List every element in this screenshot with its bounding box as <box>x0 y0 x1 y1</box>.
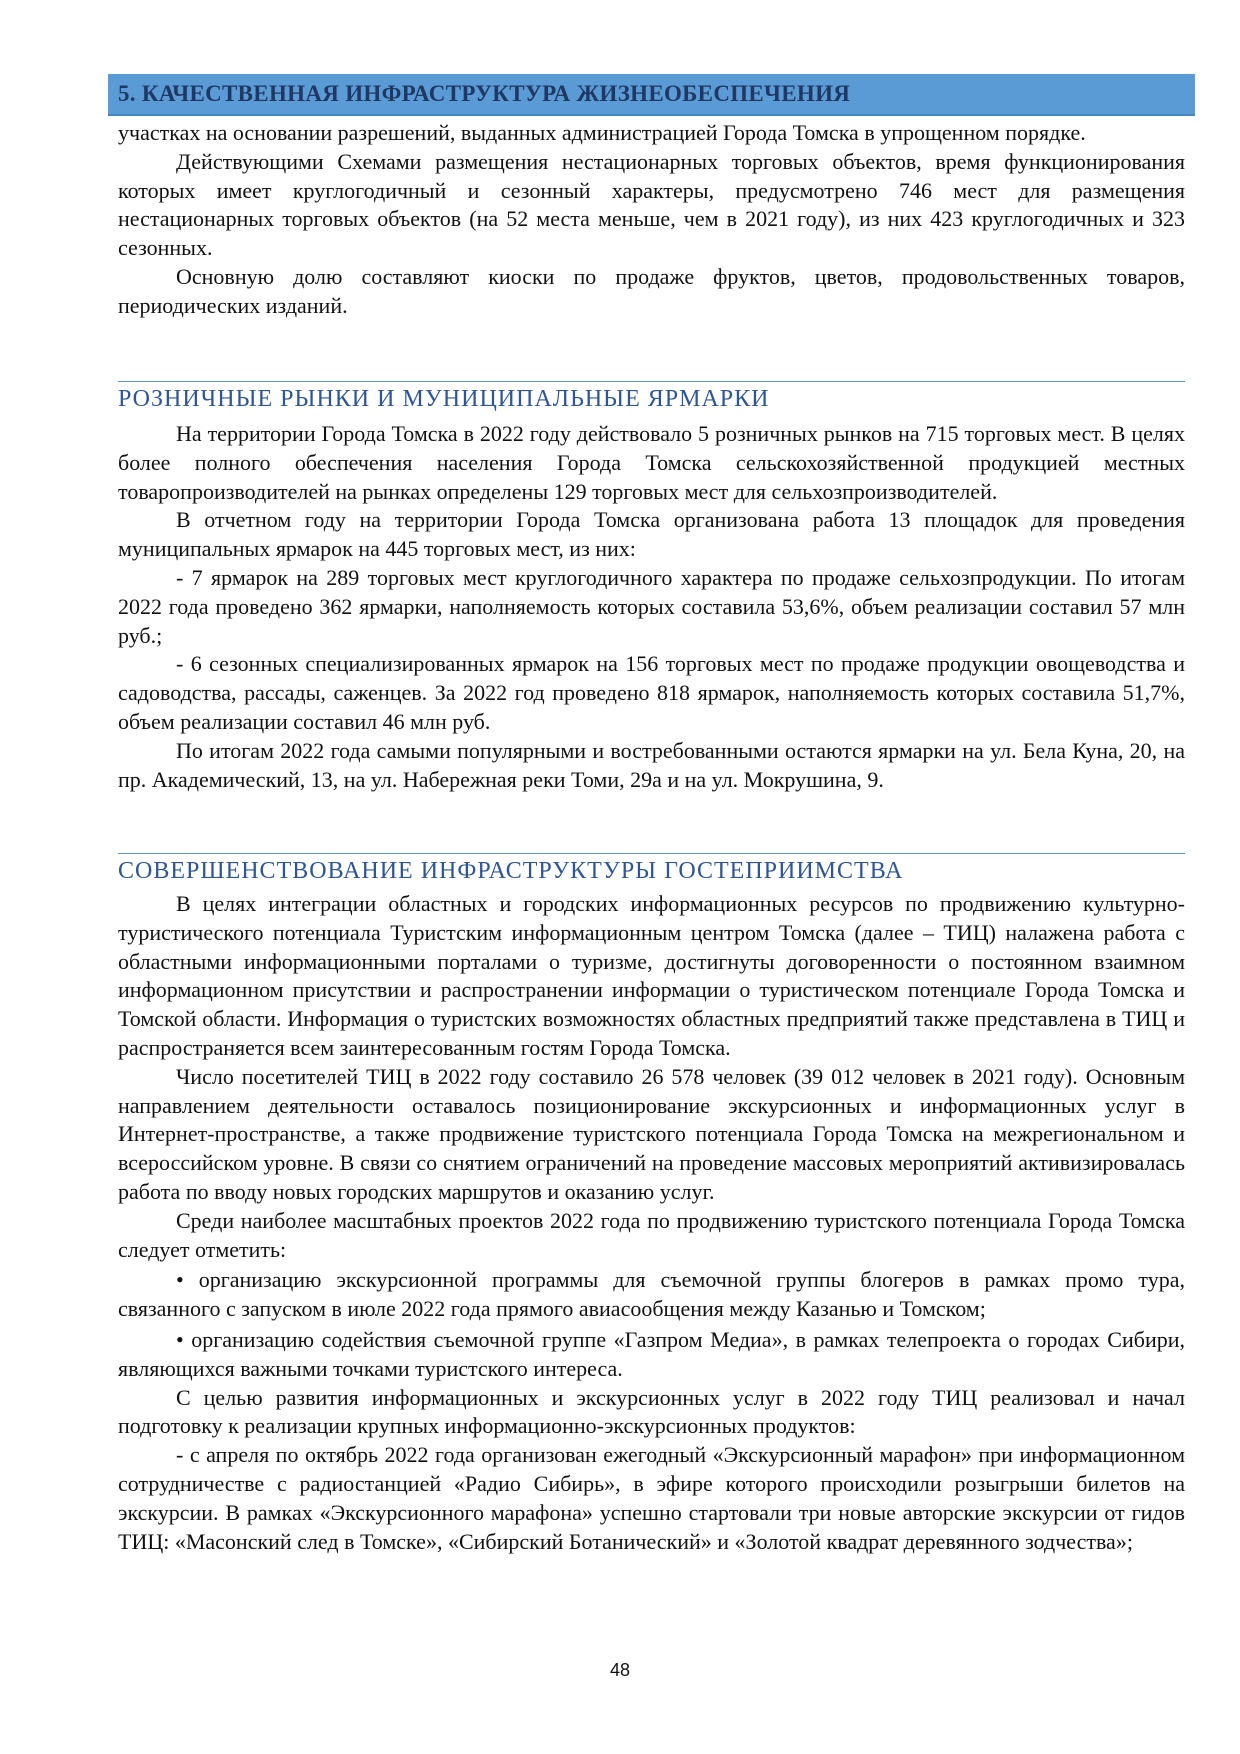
paragraph: В целях интеграции областных и городских… <box>118 891 1185 1060</box>
paragraph: участках на основании разрешений, выданн… <box>118 120 1086 145</box>
paragraph: По итогам 2022 года самыми популярными и… <box>118 737 1185 792</box>
paragraph: - 6 сезонных специализированных ярмарок … <box>118 651 1185 734</box>
section-divider <box>118 853 1185 854</box>
section-divider <box>118 381 1185 382</box>
paragraph: С целью развития информационных и экскур… <box>118 1384 1185 1439</box>
chapter-header-bar: 5. КАЧЕСТВЕННАЯ ИНФРАСТРУКТУРА ЖИЗНЕОБЕС… <box>108 74 1195 116</box>
chapter-title: 5. КАЧЕСТВЕННАЯ ИНФРАСТРУКТУРА ЖИЗНЕОБЕС… <box>118 81 851 106</box>
paragraph: Число посетителей ТИЦ в 2022 году состав… <box>118 1063 1185 1204</box>
paragraph: Основную долю составляют киоски по прода… <box>118 263 1185 318</box>
paragraph: На территории Города Томска в 2022 году … <box>118 421 1185 504</box>
paragraph: - с апреля по октябрь 2022 года организо… <box>118 1442 1185 1554</box>
paragraph: - 7 ярмарок на 289 торговых мест круглог… <box>118 564 1185 648</box>
paragraph: В отчетном году на территории Города Том… <box>118 507 1185 562</box>
section-heading-markets: РОЗНИЧНЫЕ РЫНКИ И МУНИЦИПАЛЬНЫЕ ЯРМАРКИ <box>118 386 770 412</box>
hospitality-text: В целях интеграции областных и городских… <box>118 890 1185 1556</box>
bullet-item: • организацию экскурсионной программы дл… <box>118 1267 1185 1322</box>
markets-text: На территории Города Томска в 2022 году … <box>118 420 1185 794</box>
paragraph: Среди наиболее масштабных проектов 2022 … <box>118 1207 1185 1262</box>
intro-text: участках на основании разрешений, выданн… <box>118 119 1185 321</box>
paragraph: Действующими Схемами размещения нестацио… <box>118 148 1185 261</box>
bullet-item: • организацию содействия съемочной групп… <box>118 1326 1185 1381</box>
page-number: 48 <box>609 1660 631 1680</box>
section-heading-hospitality: СОВЕРШЕНСТВОВАНИЕ ИНФРАСТРУКТУРЫ ГОСТЕПР… <box>118 858 904 884</box>
